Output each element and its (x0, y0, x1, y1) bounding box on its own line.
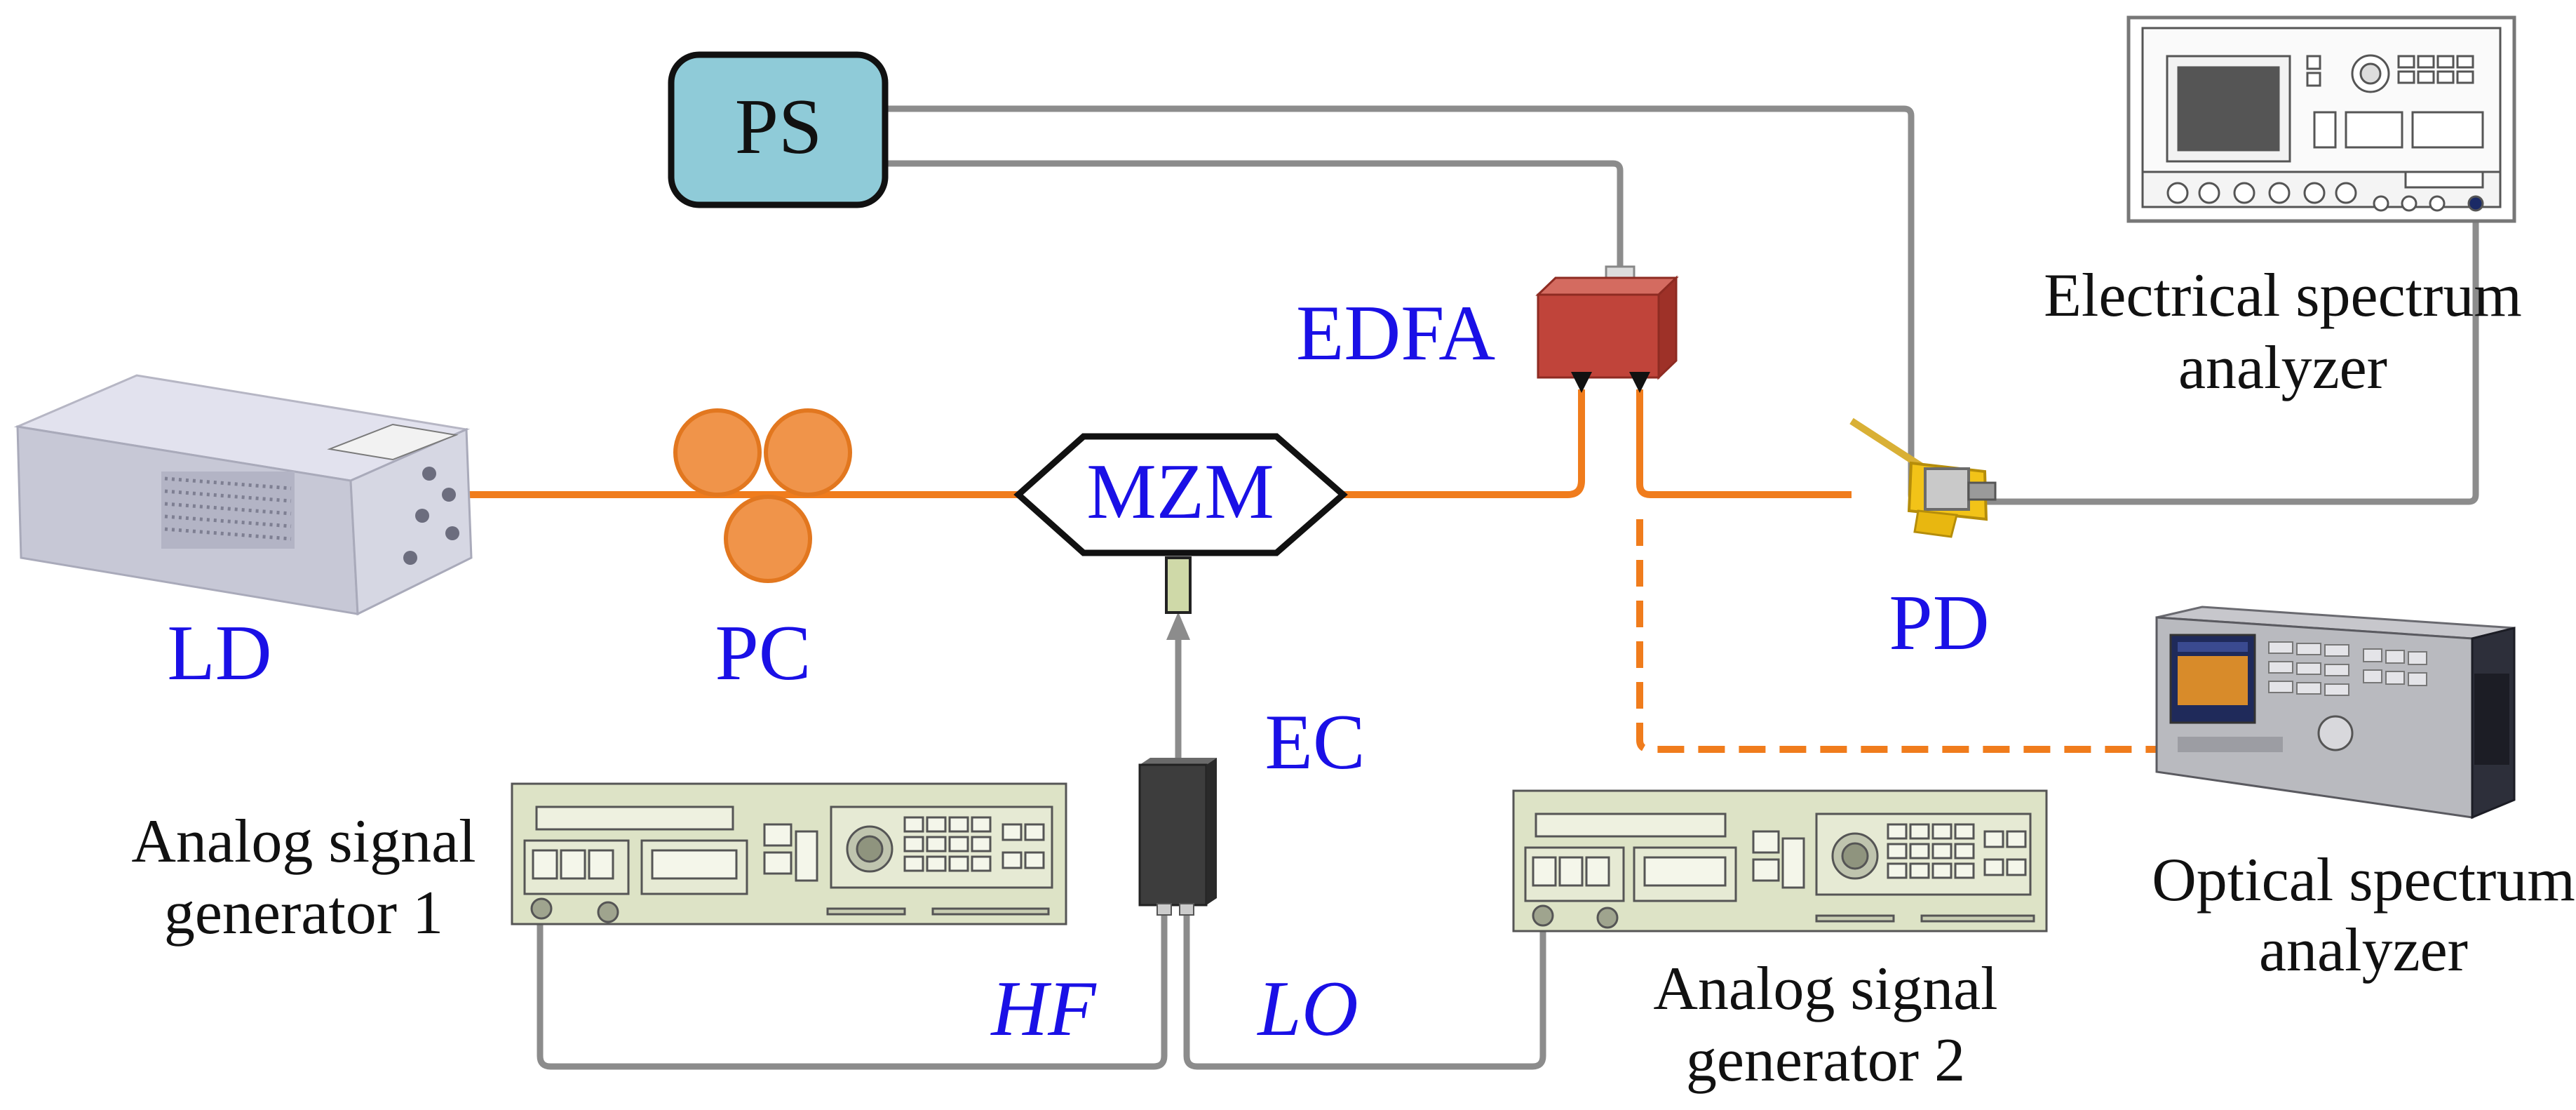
analog-signal-generator-1 (511, 782, 1067, 925)
edfa-top-face (1535, 276, 1679, 296)
ec-label: EC (1265, 699, 1365, 786)
ec-top-face (1140, 758, 1217, 765)
mzm-modulator: MZM (1013, 433, 1348, 614)
cable-ps-to-edfa (885, 160, 1624, 275)
esa-label-line-2: analyzer (2178, 334, 2387, 402)
edfa-front-face (1537, 293, 1660, 379)
esa-rf-input (2467, 195, 2484, 212)
ec-front-face (1138, 763, 1208, 907)
gen2-keypad (1887, 823, 2027, 879)
fiber-mzm-to-edfa (1340, 389, 1585, 498)
optical-spectrum-analyzer (2155, 606, 2516, 820)
ld-connector-4 (445, 526, 459, 540)
edfa-label: EDFA (1296, 290, 1495, 377)
mzm-rf-port (1165, 556, 1192, 614)
fiber-edfa-to-pd (1636, 389, 1852, 498)
pc-paddle-3 (724, 495, 812, 583)
power-supply: PS (668, 51, 889, 208)
photodetector-device (1849, 417, 1997, 538)
esa-keypad (2313, 55, 2484, 149)
optical-fibers (463, 389, 2279, 753)
pc-paddle-2 (764, 408, 852, 497)
pd-label: PD (1889, 580, 1989, 667)
pc-paddle-1 (673, 408, 762, 497)
ps-box (668, 51, 889, 208)
ec-hf-port (1156, 903, 1172, 916)
edfa-input-port (1571, 372, 1592, 393)
gen1-label-line-1: Analog signal (131, 808, 476, 876)
ld-connector-2 (442, 488, 456, 502)
ld-connector-5 (403, 551, 417, 565)
lo-label: LO (1256, 965, 1358, 1052)
gen2-display (1535, 813, 1727, 838)
pd-fiber-pigtail (1849, 417, 1927, 472)
arrowhead-to-mzm (1166, 612, 1190, 640)
gen1-label-line-2: generator 1 (164, 879, 443, 947)
ld-connector-3 (415, 509, 429, 523)
osa-label-line-2: analyzer (2259, 916, 2468, 984)
electrical-spectrum-analyzer (2126, 15, 2516, 223)
gen2-output-connector-1 (1532, 904, 1554, 927)
osa-handle (2474, 674, 2509, 765)
gen1-output-connector-2 (597, 901, 619, 923)
labels: LD PC EDFA PD EC HF LO Electrical spectr… (131, 262, 2575, 1095)
laser-diode-device (13, 374, 473, 616)
gen1-display (535, 805, 734, 831)
cable-pd-to-esa (1985, 203, 2479, 505)
osa-keypad (2268, 641, 2427, 696)
edfa-amplifier (1535, 265, 1679, 393)
ld-label-plate (327, 423, 459, 461)
ps-label: PS (735, 83, 823, 170)
esa-screen (2177, 66, 2280, 152)
edfa-output-port (1629, 372, 1650, 393)
fiber-tap-to-osa (1636, 519, 2279, 753)
mzm-label: MZM (1086, 448, 1274, 535)
osa-knob (2317, 715, 2354, 751)
analog-signal-generator-2 (1512, 789, 2048, 932)
gen2-output-connector-2 (1596, 907, 1619, 929)
gen2-label-line-1: Analog signal (1653, 955, 1997, 1023)
ld-connector-1 (422, 467, 436, 481)
mzm-body (1013, 433, 1348, 556)
pd-body (1924, 467, 1970, 511)
cable-ec-to-gen2 (1183, 912, 1546, 1070)
ld-label: LD (167, 610, 271, 697)
gen1-keypad (903, 816, 1045, 872)
electrical-coupler (1138, 758, 1217, 916)
pd-sma-output (1967, 481, 1997, 501)
osa-label-line-1: Optical spectrum (2152, 846, 2575, 914)
gen1-output-connector-1 (530, 897, 553, 920)
pc-label: PC (715, 610, 811, 697)
esa-front-connectors (2166, 182, 2446, 212)
gen2-label-line-2: generator 2 (1686, 1027, 1965, 1095)
hf-label: HF (990, 965, 1097, 1052)
polarization-controller (673, 408, 852, 583)
ec-side-face (1206, 758, 1217, 905)
pd-base (1913, 509, 1958, 538)
cable-gen1-to-ec (537, 912, 1168, 1070)
ld-vent-holes (164, 476, 292, 541)
esa-label-line-1: Electrical spectrum (2044, 262, 2522, 330)
edfa-side-face (1657, 275, 1678, 380)
ec-lo-port (1179, 903, 1194, 916)
